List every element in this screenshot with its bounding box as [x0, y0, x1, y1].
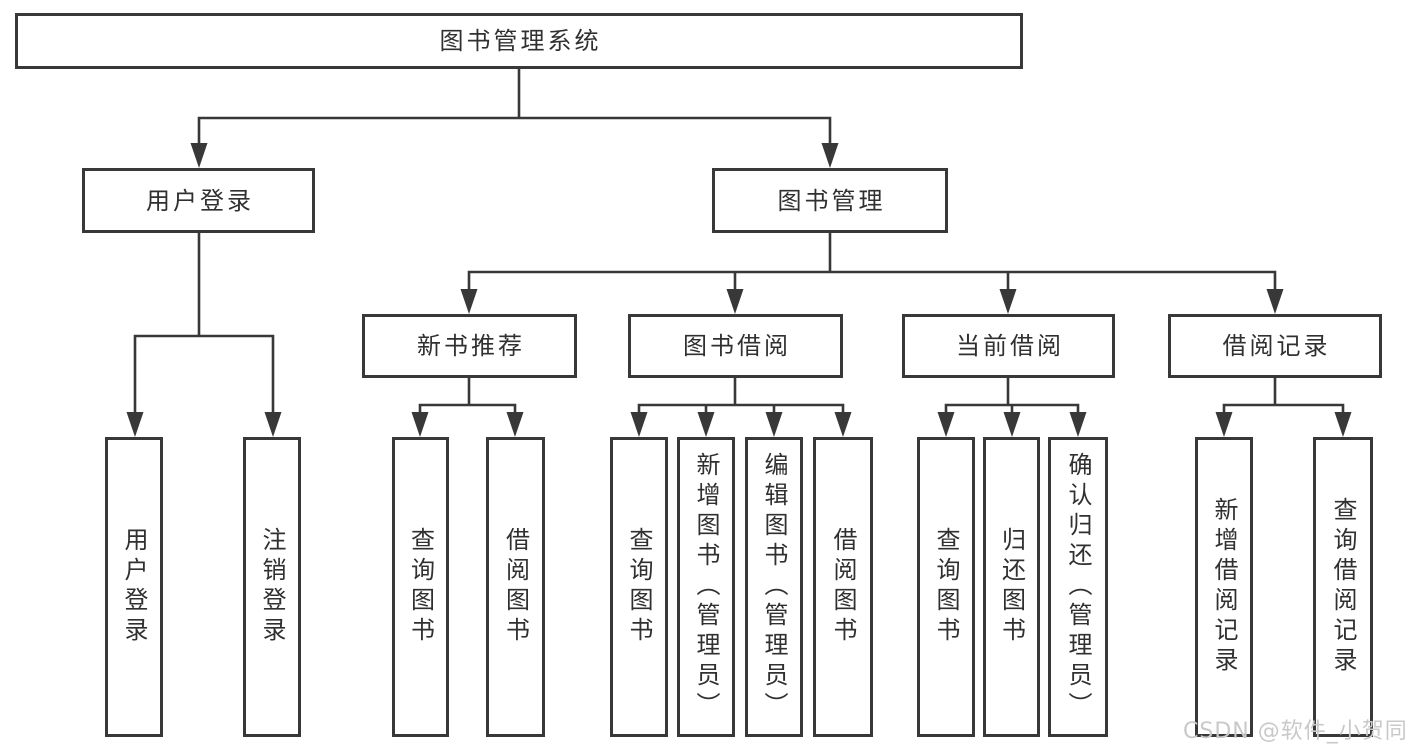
leaf-label: 归还图书	[997, 527, 1026, 647]
leaf-add-book-admin: 新增图书（管理员）	[677, 437, 735, 737]
leaf-borrow-book: 借阅图书	[486, 437, 545, 737]
leaf-label: 确认归还（管理员）	[1064, 452, 1092, 722]
node-current-borrow: 当前借阅	[902, 314, 1115, 378]
leaf-label: 借阅图书	[501, 527, 530, 647]
leaf-query-borrow-record: 查询借阅记录	[1313, 437, 1373, 737]
node-book-management: 图书管理	[712, 168, 948, 233]
node-label: 当前借阅	[956, 332, 1064, 360]
leaf-query-book: 查询图书	[392, 437, 449, 737]
leaf-label: 查询借阅记录	[1329, 497, 1357, 677]
node-library-management-system: 图书管理系统	[15, 13, 1023, 69]
leaf-label: 注销登录	[258, 527, 286, 647]
leaf-label: 新增图书（管理员）	[692, 452, 720, 722]
leaf-query-book: 查询图书	[610, 437, 668, 737]
node-label: 借阅记录	[1222, 332, 1331, 360]
leaf-label: 新增借阅记录	[1210, 497, 1238, 677]
node-borrow-records: 借阅记录	[1168, 314, 1382, 378]
leaf-add-borrow-record: 新增借阅记录	[1195, 437, 1253, 737]
leaf-confirm-return-admin: 确认归还（管理员）	[1048, 437, 1108, 737]
leaf-return-book: 归还图书	[983, 437, 1040, 737]
leaf-borrow-book: 借阅图书	[813, 437, 873, 737]
node-user-login: 用户登录	[82, 168, 315, 233]
node-label: 图书管理	[777, 186, 886, 215]
leaf-label: 借阅图书	[829, 527, 857, 647]
connector-lines	[133, 69, 1345, 417]
leaf-label: 查询图书	[406, 527, 435, 647]
node-label: 用户登录	[146, 186, 254, 215]
node-label: 新书推荐	[417, 332, 525, 360]
leaf-edit-book-admin: 编辑图书（管理员）	[745, 437, 803, 737]
leaf-query-book: 查询图书	[917, 437, 975, 737]
node-new-book-recommend: 新书推荐	[362, 314, 577, 378]
csdn-watermark: CSDN @软件_小贺同学	[1183, 719, 1405, 744]
leaf-label: 查询图书	[932, 527, 960, 647]
node-label: 图书借阅	[683, 332, 791, 360]
leaf-user-login: 用户登录	[105, 437, 163, 737]
leaf-label: 查询图书	[625, 527, 653, 647]
leaf-label: 编辑图书（管理员）	[760, 452, 788, 722]
leaf-label: 用户登录	[120, 527, 148, 647]
node-book-borrow: 图书借阅	[628, 314, 843, 378]
arrowheads	[126, 143, 1352, 437]
leaf-logout: 注销登录	[243, 437, 301, 737]
node-label: 图书管理系统	[439, 27, 602, 55]
